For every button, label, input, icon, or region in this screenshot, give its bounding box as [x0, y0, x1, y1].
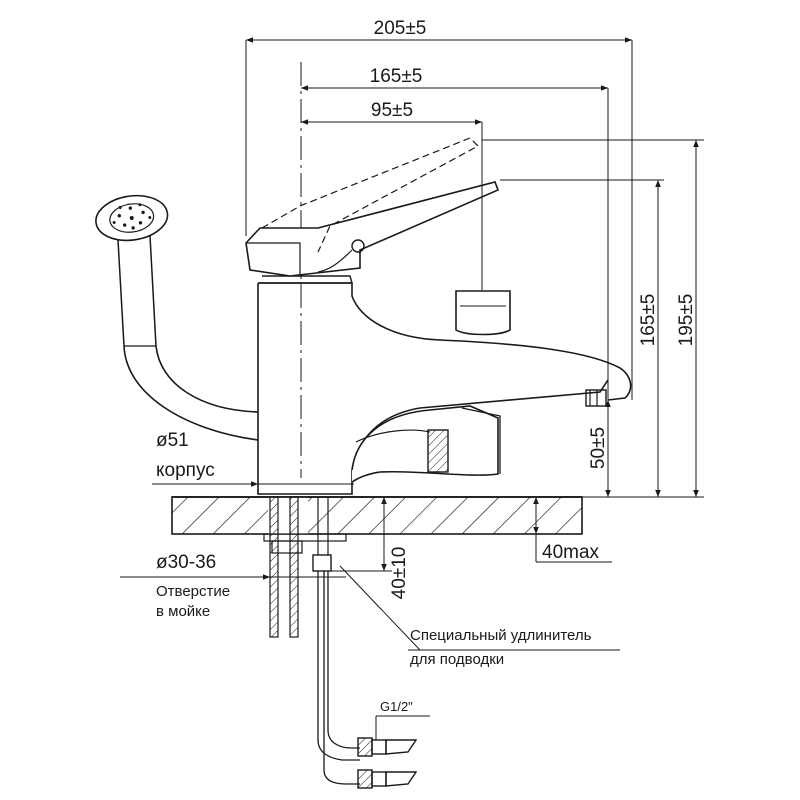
- dim-diverter-height: 50±5: [588, 427, 609, 469]
- label-extension-line2: для подводки: [410, 651, 504, 668]
- dim-deck-max: 40max: [542, 542, 600, 563]
- lever-raised-outline: [261, 137, 479, 253]
- label-hole-diameter: ø30-36: [156, 552, 216, 573]
- dim-spout-height: 165±5: [638, 294, 659, 347]
- dimension-lines: [120, 37, 704, 740]
- mounting-and-supply: [263, 496, 418, 789]
- label-body-diameter: ø51: [156, 430, 189, 451]
- faucet-body: [257, 275, 632, 495]
- dim-extension-length: 40±10: [389, 547, 410, 600]
- lever-handle: [245, 181, 500, 277]
- label-thread: G1/2": [380, 699, 413, 714]
- sink-deck: [171, 496, 583, 535]
- label-hole-line1: Отверстие: [156, 583, 230, 600]
- dim-overall-width: 205±5: [374, 18, 427, 39]
- dim-total-height: 195±5: [676, 294, 697, 347]
- label-body-word: корпус: [156, 460, 215, 481]
- label-extension-line1: Специальный удлинитель: [410, 627, 592, 644]
- hand-shower: [95, 194, 259, 441]
- dim-spout-reach: 165±5: [370, 66, 423, 87]
- dim-lever-reach: 95±5: [371, 100, 413, 121]
- label-hole-line2: в мойке: [156, 603, 210, 620]
